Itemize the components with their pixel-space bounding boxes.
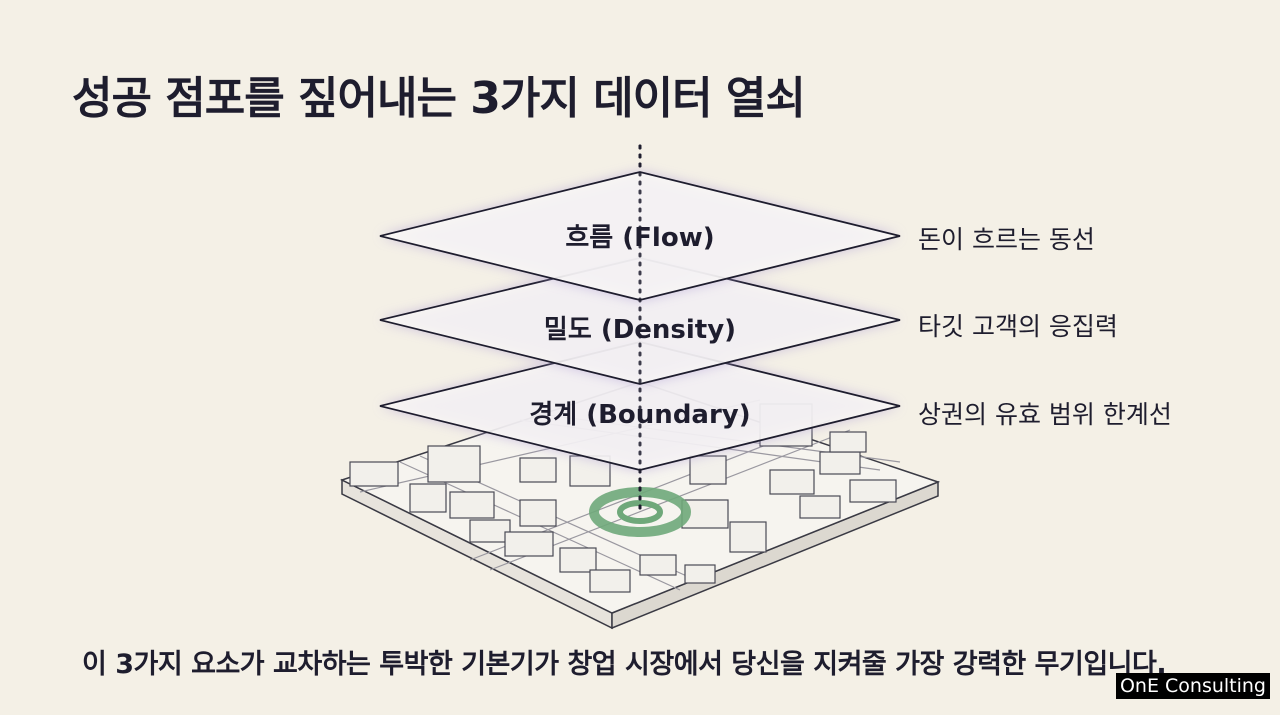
- footer-statement: 이 3가지 요소가 교차하는 투박한 기본기가 창업 시장에서 당신을 지켜줄 …: [82, 649, 1167, 680]
- layer-description-flow: 돈이 흐르는 동선: [918, 225, 1095, 254]
- layer-label-boundary: 경계 (Boundary): [529, 400, 750, 430]
- layer-label-density: 밀도 (Density): [544, 315, 736, 345]
- layer-description-density: 타깃 고객의 응집력: [918, 312, 1118, 341]
- target-location-marker: [589, 487, 691, 537]
- layer-description-boundary: 상권의 유효 범위 한계선: [918, 400, 1172, 429]
- brand-badge: OnE Consulting: [1115, 673, 1270, 699]
- layer-label-flow: 흐름 (Flow): [565, 223, 714, 253]
- page-title: 성공 점포를 짚어내는 3가지 데이터 열쇠: [72, 73, 806, 124]
